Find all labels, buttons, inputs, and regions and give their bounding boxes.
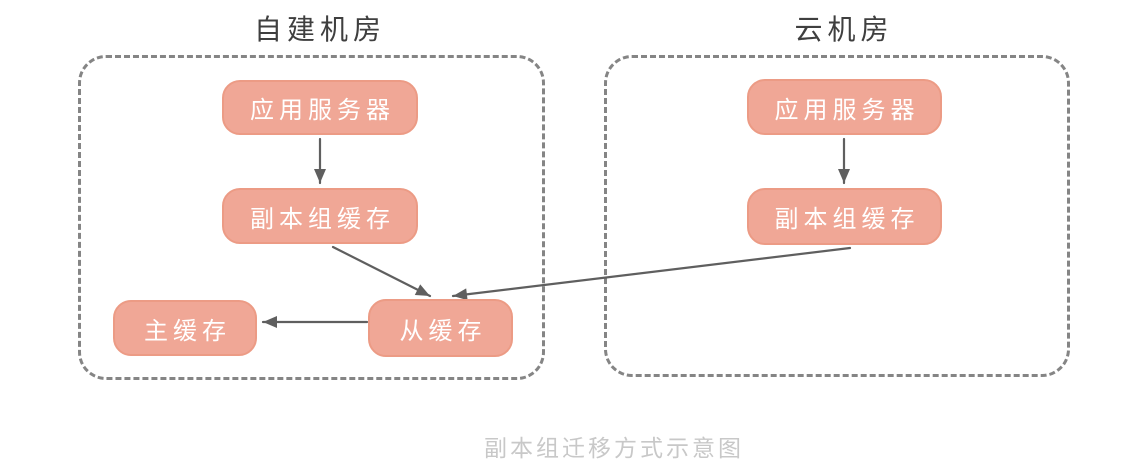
node-slave-cache: 从缓存	[368, 299, 513, 357]
node-right-app-server: 应用服务器	[747, 79, 942, 135]
node-right-replica-group-cache: 副本组缓存	[747, 188, 942, 245]
group-title-cloud-datacenter: 云机房	[794, 13, 894, 46]
group-box-cloud-datacenter	[604, 55, 1070, 377]
node-left-replica-group-cache: 副本组缓存	[222, 188, 418, 244]
diagram-caption: 副本组迁移方式示意图	[484, 436, 744, 462]
group-title-self-built-datacenter: 自建机房	[253, 13, 386, 46]
group-box-self-built-datacenter	[78, 55, 545, 380]
node-master-cache: 主缓存	[113, 300, 257, 356]
node-left-app-server: 应用服务器	[222, 80, 418, 135]
